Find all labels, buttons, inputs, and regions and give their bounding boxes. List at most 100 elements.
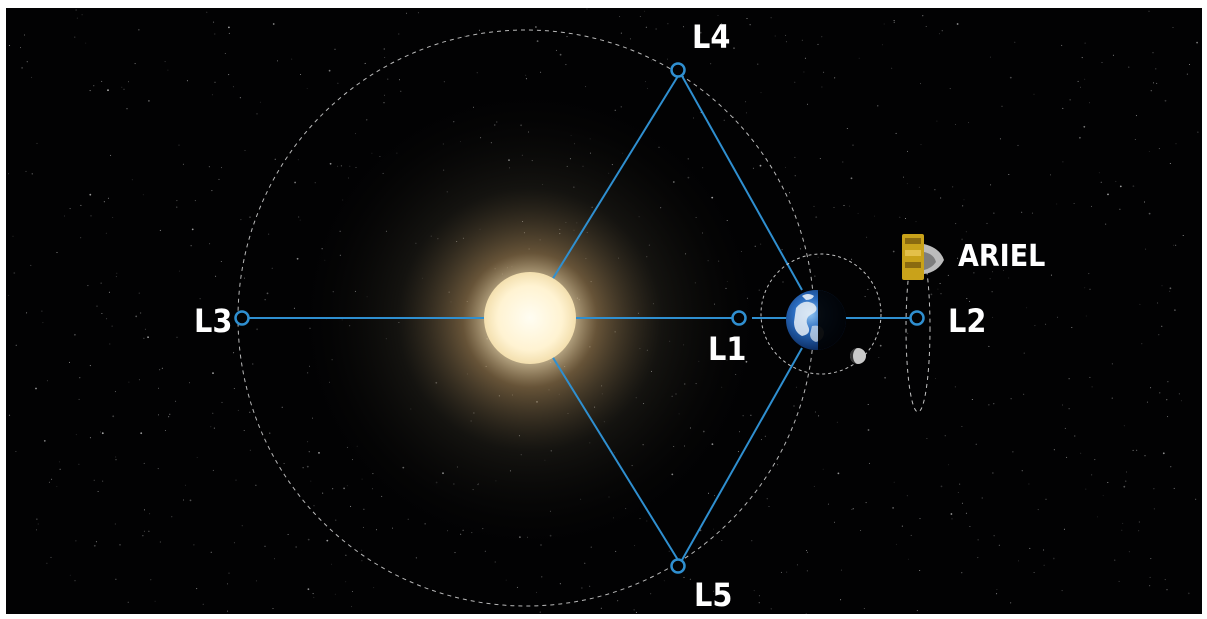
- star: [96, 305, 98, 307]
- star: [221, 167, 222, 169]
- star: [227, 610, 229, 612]
- star: [851, 509, 853, 510]
- star: [807, 103, 808, 105]
- star: [864, 296, 866, 298]
- star: [965, 231, 967, 233]
- star: [857, 212, 859, 214]
- star: [43, 440, 46, 442]
- star: [89, 90, 91, 92]
- star: [80, 204, 82, 206]
- star: [36, 529, 37, 531]
- star: [786, 571, 788, 573]
- star: [211, 190, 213, 192]
- star: [1195, 498, 1197, 500]
- star: [212, 469, 214, 471]
- star: [1023, 393, 1025, 395]
- star: [329, 162, 332, 165]
- star: [971, 399, 973, 400]
- star: [244, 277, 245, 279]
- star: [351, 591, 353, 592]
- star: [713, 590, 714, 592]
- star: [1105, 223, 1107, 225]
- star: [392, 527, 393, 529]
- star: [186, 80, 188, 82]
- star: [406, 12, 407, 14]
- earth-icon: [786, 290, 846, 350]
- star: [804, 57, 806, 59]
- star: [916, 610, 918, 612]
- star: [969, 526, 971, 527]
- star: [949, 88, 951, 90]
- star: [1083, 125, 1086, 128]
- star: [1197, 131, 1199, 133]
- star: [46, 562, 48, 564]
- star: [813, 485, 815, 487]
- star: [337, 82, 339, 84]
- star: [962, 205, 964, 207]
- line-l4-to-earth: [681, 75, 803, 291]
- star: [992, 316, 994, 318]
- star: [969, 300, 970, 302]
- star: [699, 31, 702, 34]
- star: [193, 544, 195, 546]
- star: [906, 495, 908, 497]
- star: [178, 270, 180, 272]
- star: [833, 207, 835, 208]
- star: [51, 478, 53, 480]
- star: [387, 78, 389, 80]
- star: [1097, 516, 1098, 518]
- star: [417, 12, 419, 14]
- star: [1017, 144, 1019, 146]
- star: [988, 404, 990, 406]
- l4-marker: [670, 62, 686, 78]
- star: [850, 177, 853, 180]
- diagram-canvas: L3 L1 L2 L4 L5 ARIEL: [7, 8, 1199, 614]
- star: [789, 192, 791, 194]
- star: [846, 128, 848, 129]
- star: [9, 414, 11, 416]
- star: [615, 550, 617, 552]
- star: [951, 518, 953, 520]
- star: [346, 485, 348, 487]
- star: [581, 587, 583, 589]
- star: [717, 15, 719, 16]
- star: [199, 298, 201, 300]
- star: [384, 94, 385, 96]
- star: [589, 585, 591, 587]
- star: [308, 451, 310, 453]
- star: [144, 509, 145, 511]
- star: [37, 523, 39, 525]
- star: [1128, 66, 1130, 68]
- star: [326, 539, 329, 542]
- star: [287, 534, 289, 535]
- star: [961, 572, 963, 574]
- star: [1148, 212, 1151, 215]
- star: [20, 47, 21, 49]
- star: [891, 67, 893, 69]
- star: [1053, 449, 1055, 451]
- star: [228, 572, 230, 574]
- star: [199, 313, 201, 315]
- star: [343, 487, 345, 490]
- star: [399, 79, 400, 81]
- star: [1033, 93, 1035, 95]
- star: [147, 336, 149, 339]
- star: [1094, 459, 1096, 461]
- star: [992, 271, 993, 273]
- l5-marker: [670, 558, 686, 574]
- star: [645, 81, 646, 83]
- star: [1132, 449, 1134, 451]
- star: [101, 80, 103, 82]
- star: [639, 16, 641, 17]
- star: [525, 74, 527, 76]
- star: [328, 69, 331, 72]
- star: [79, 377, 81, 379]
- star: [907, 558, 909, 560]
- star: [15, 344, 17, 346]
- star: [213, 427, 215, 429]
- star: [158, 387, 159, 389]
- star: [1149, 585, 1151, 587]
- star: [1089, 102, 1090, 104]
- star: [986, 222, 988, 224]
- star: [667, 58, 668, 60]
